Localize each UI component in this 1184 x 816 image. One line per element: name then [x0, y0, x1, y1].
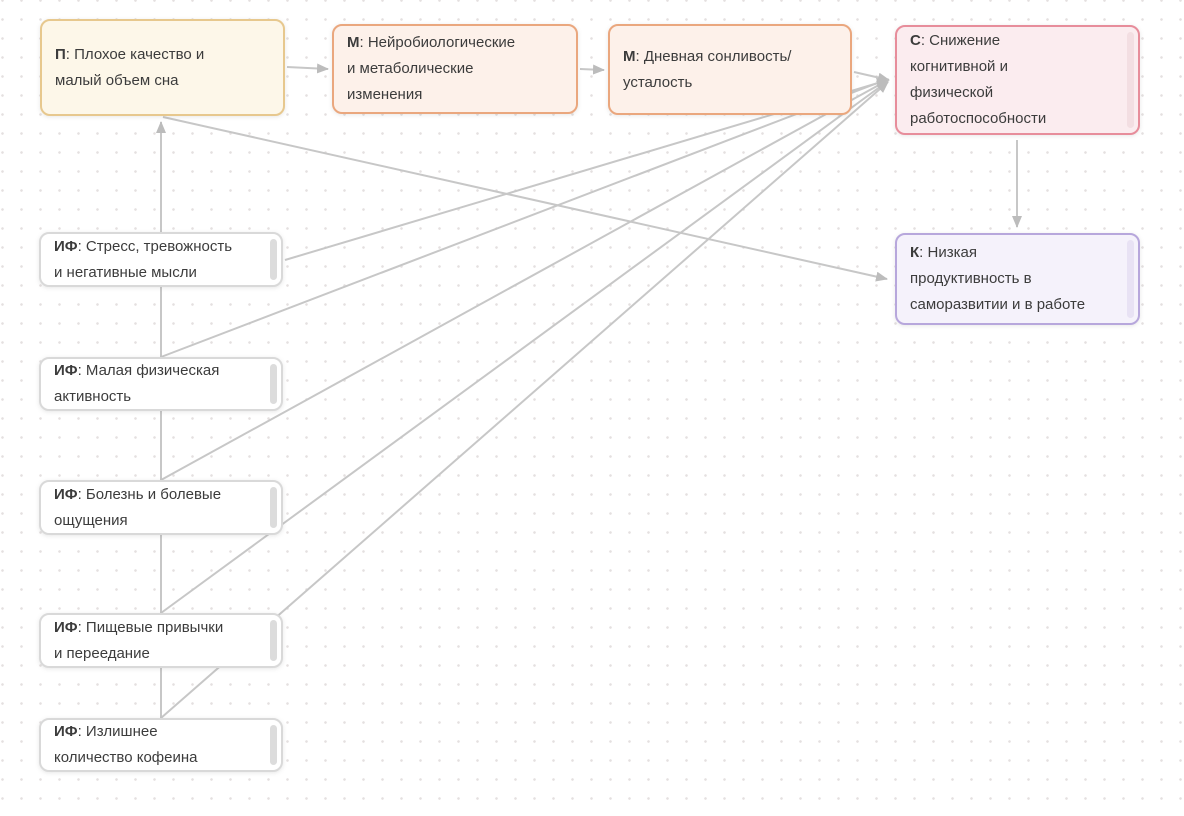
node-label-prefix: ИФ	[54, 362, 78, 379]
node-consequence-reduced-performance[interactable]: С: Снижение когнитивной и физической раб…	[895, 25, 1140, 135]
node-label: С: Снижение когнитивной и физической раб…	[910, 28, 1046, 132]
node-label: ИФ: Стресс, тревожность и негативные мыс…	[54, 234, 232, 286]
node-factor-illness-pain[interactable]: ИФ: Болезнь и болевые ощущения	[39, 480, 283, 535]
node-label-text: : Малая физическая активность	[54, 362, 220, 405]
node-factor-stress-anxiety[interactable]: ИФ: Стресс, тревожность и негативные мыс…	[39, 232, 283, 287]
node-label: ИФ: Излишнее количество кофеина	[54, 719, 197, 771]
node-scrollbar[interactable]	[270, 487, 277, 528]
node-scrollbar[interactable]	[270, 725, 277, 765]
node-scrollbar[interactable]	[1127, 240, 1134, 318]
edge-m2-s[interactable]	[853, 71, 890, 83]
node-label-prefix: С	[910, 32, 921, 49]
node-label-text: : Плохое качество и малый объем сна	[55, 45, 205, 89]
node-label-prefix: ИФ	[54, 237, 78, 255]
node-label: ИФ: Малая физическая активность	[54, 358, 219, 410]
node-label-text: : Нейробиологические и метаболические из…	[347, 34, 516, 103]
node-mechanism-neurobiological-changes[interactable]: М: Нейробиологические и метаболические и…	[332, 24, 578, 114]
node-scrollbar[interactable]	[1127, 32, 1134, 128]
edge-if2-s[interactable]	[160, 78, 889, 358]
node-label: М: Дневная сонливость/ усталость	[623, 44, 791, 96]
edge-m1-m2[interactable]	[579, 64, 605, 75]
node-label-text: : Снижение когнитивной и физической рабо…	[910, 32, 1047, 127]
node-outcome-low-productivity[interactable]: К: Низкая продуктивность в саморазвитии …	[895, 233, 1140, 325]
node-label-text: : Пищевые привычки и переедание	[54, 618, 224, 662]
edge-p-k[interactable]	[162, 116, 888, 282]
node-label-text: : Дневная сонливость/ усталость	[623, 47, 792, 91]
node-factor-excess-caffeine[interactable]: ИФ: Излишнее количество кофеина	[39, 718, 283, 772]
node-label-prefix: М	[347, 34, 360, 51]
node-label-prefix: ИФ	[54, 723, 78, 740]
node-scrollbar[interactable]	[270, 364, 277, 404]
edge-if5-s[interactable]	[160, 81, 889, 719]
node-label: ИФ: Болезнь и болевые ощущения	[54, 482, 221, 534]
node-label-prefix: ИФ	[54, 618, 78, 636]
node-label-text: : Низкая продуктивность в саморазвитии и…	[910, 244, 1086, 313]
node-scrollbar[interactable]	[270, 620, 277, 661]
node-label-prefix: ИФ	[54, 485, 78, 503]
node-label: К: Низкая продуктивность в саморазвитии …	[910, 240, 1085, 318]
node-scrollbar[interactable]	[270, 239, 277, 280]
node-factor-eating-habits[interactable]: ИФ: Пищевые привычки и переедание	[39, 613, 283, 668]
node-label-text: : Стресс, тревожность и негативные мысли	[54, 237, 233, 281]
node-problem-poor-sleep[interactable]: П: Плохое качество и малый объем сна	[40, 19, 285, 116]
node-label-prefix: К	[910, 244, 920, 261]
node-label-text: : Болезнь и болевые ощущения	[54, 485, 222, 529]
edge-if3-s[interactable]	[160, 79, 889, 481]
node-label-prefix: П	[55, 45, 66, 63]
node-label: М: Нейробиологические и метаболические и…	[347, 30, 515, 108]
node-mechanism-daytime-sleepiness[interactable]: М: Дневная сонливость/ усталость	[608, 24, 852, 115]
node-label: П: Плохое качество и малый объем сна	[55, 42, 204, 94]
node-label-prefix: М	[623, 47, 636, 65]
node-label: ИФ: Пищевые привычки и переедание	[54, 615, 223, 667]
node-factor-low-physical-activity[interactable]: ИФ: Малая физическая активность	[39, 357, 283, 411]
node-label-text: : Излишнее количество кофеина	[54, 723, 198, 766]
edge-p-m1[interactable]	[286, 63, 329, 74]
